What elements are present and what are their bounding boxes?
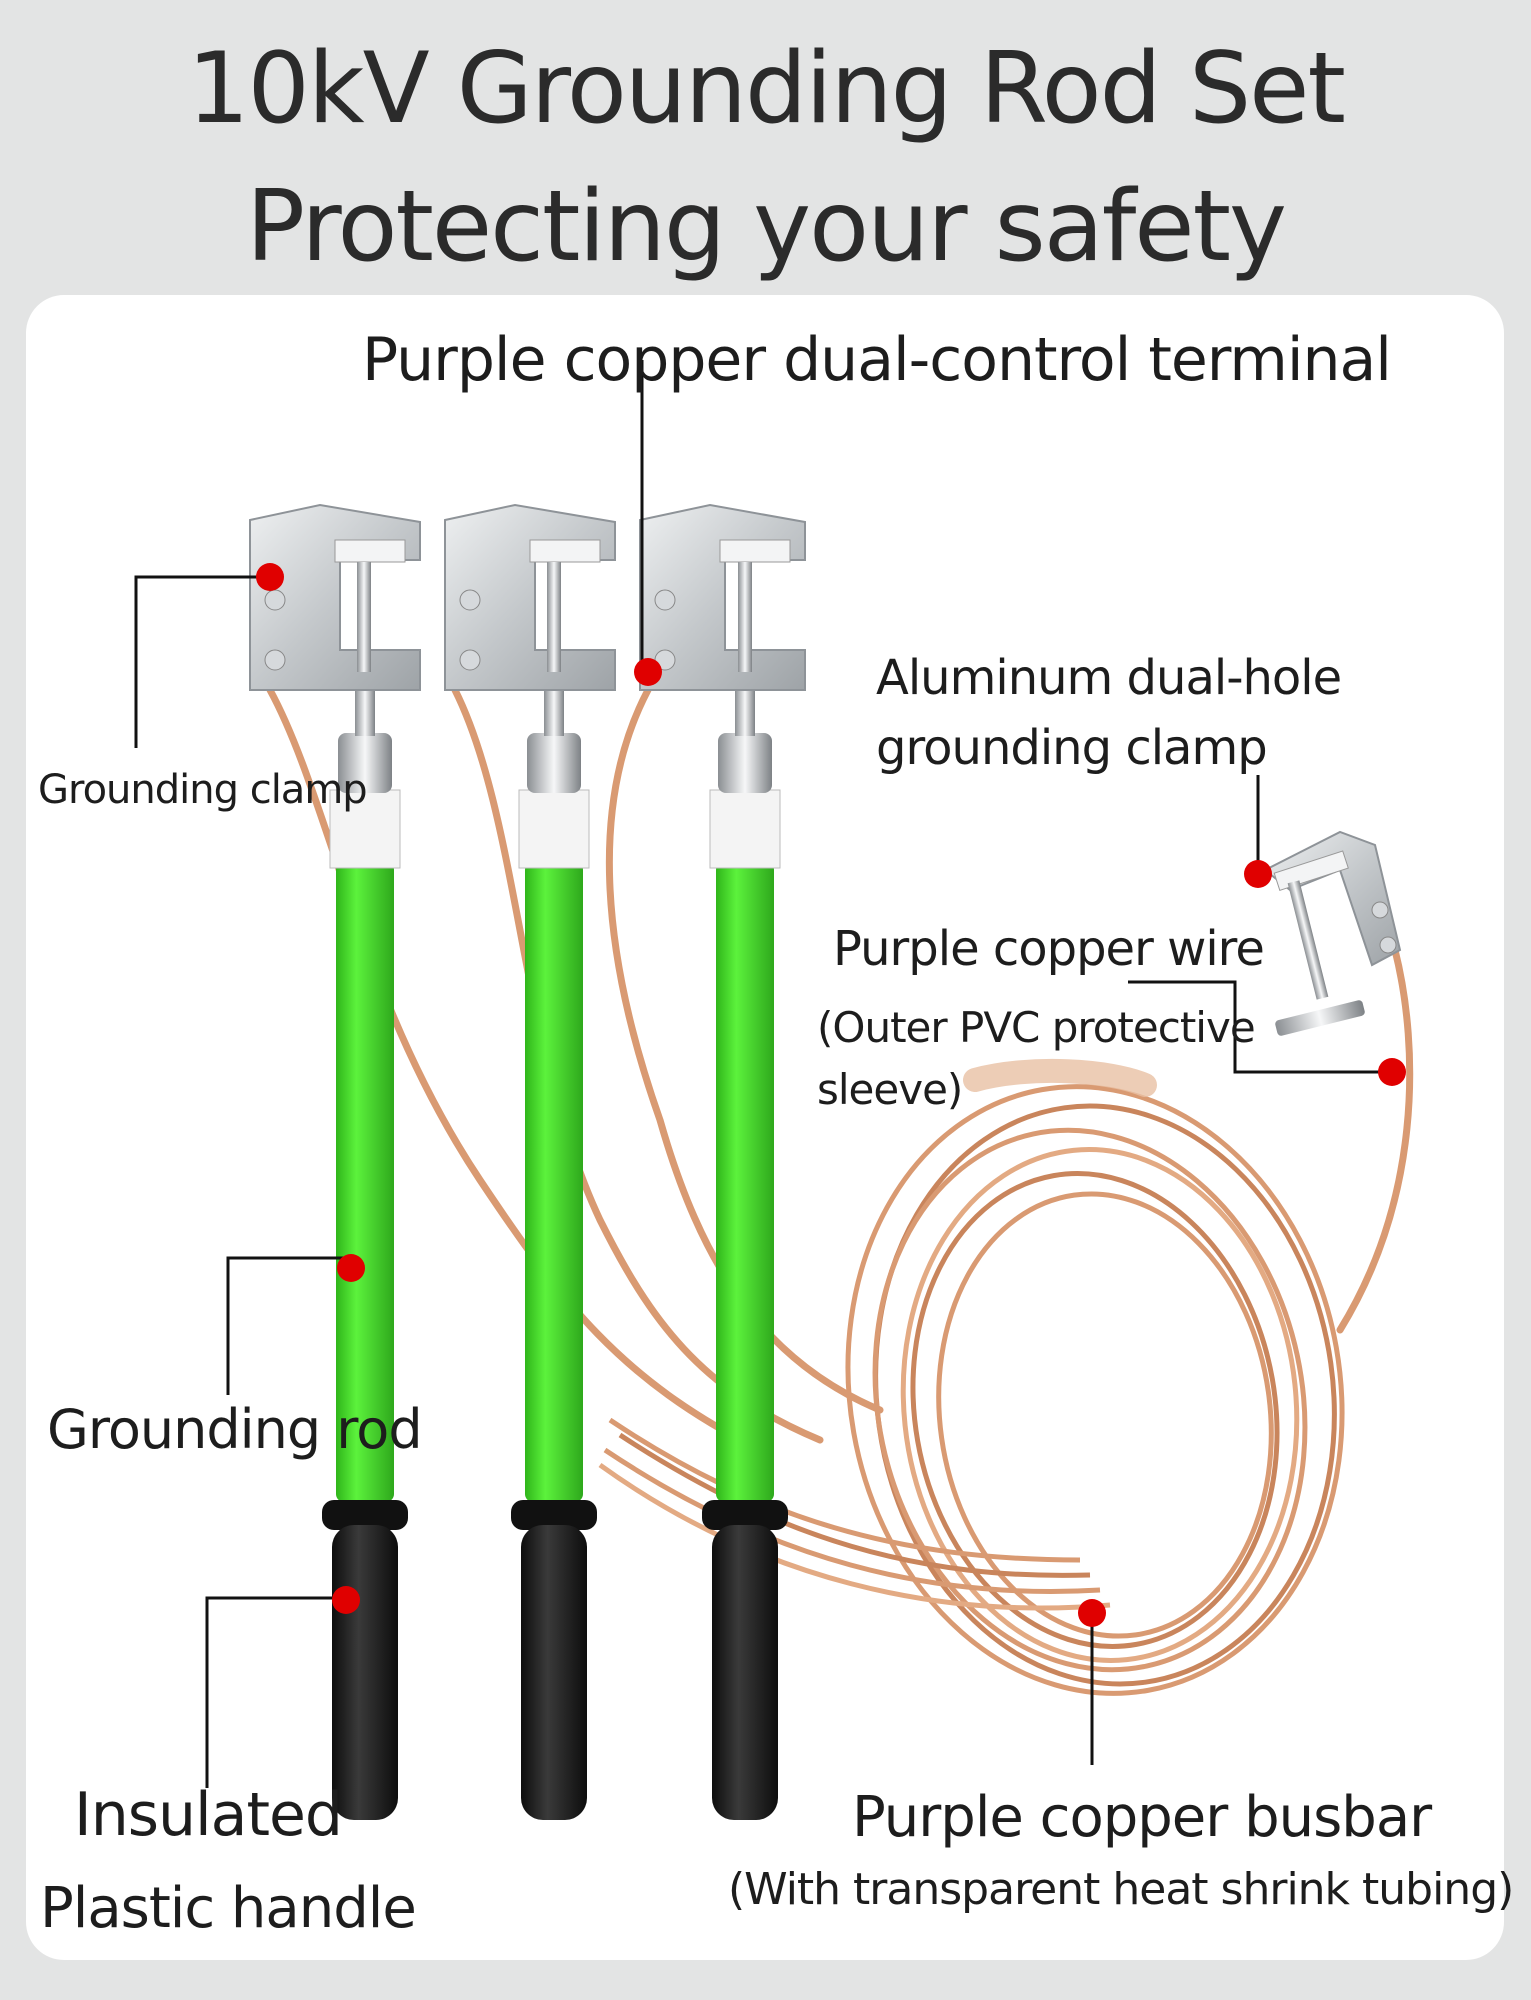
grounding-rod-2	[511, 678, 597, 1820]
label-terminal: Purple copper dual-control terminal	[362, 325, 1392, 395]
marker-handle	[332, 1586, 360, 1614]
title-line-2: Protecting your safety	[245, 170, 1287, 284]
label-aluminum-clamp-line1: Aluminum dual-hole	[876, 650, 1342, 706]
label-aluminum-clamp-line2: grounding clamp	[876, 720, 1268, 776]
marker-grounding-rod	[337, 1254, 365, 1282]
copper-leads	[266, 686, 1414, 1454]
clamp-head-1	[249, 503, 421, 691]
marker-aluminum-clamp	[1244, 860, 1272, 888]
red-markers	[256, 563, 1406, 1627]
aluminum-grounding-clamp	[1263, 830, 1402, 1036]
marker-busbar	[1078, 1599, 1106, 1627]
marker-terminal	[634, 658, 662, 686]
label-wire-line3: sleeve)	[817, 1065, 963, 1114]
clamp-head-3	[639, 503, 806, 691]
label-grounding-rod: Grounding rod	[47, 1398, 423, 1461]
label-busbar-line1: Purple copper busbar	[852, 1785, 1432, 1850]
leader-lines	[134, 360, 1392, 1788]
marker-wire	[1378, 1058, 1406, 1086]
label-wire-line1: Purple copper wire	[833, 921, 1265, 977]
copper-coil	[598, 1084, 1345, 1696]
title-line-1: 10kV Grounding Rod Set	[187, 32, 1346, 146]
label-busbar-line2: (With transparent heat shrink tubing)	[728, 1864, 1514, 1915]
label-wire-line2: (Outer PVC protective	[817, 1003, 1256, 1052]
label-grounding-clamp: Grounding clamp	[38, 767, 368, 813]
pvc-sleeve	[963, 1058, 1157, 1097]
label-handle-line1: Insulated	[74, 1780, 343, 1850]
clamp-head-2	[444, 503, 616, 691]
grounding-rod-3	[702, 678, 788, 1820]
label-handle-line2: Plastic handle	[40, 1876, 417, 1941]
grounding-rod-1	[322, 678, 408, 1820]
marker-grounding-clamp	[256, 563, 284, 591]
